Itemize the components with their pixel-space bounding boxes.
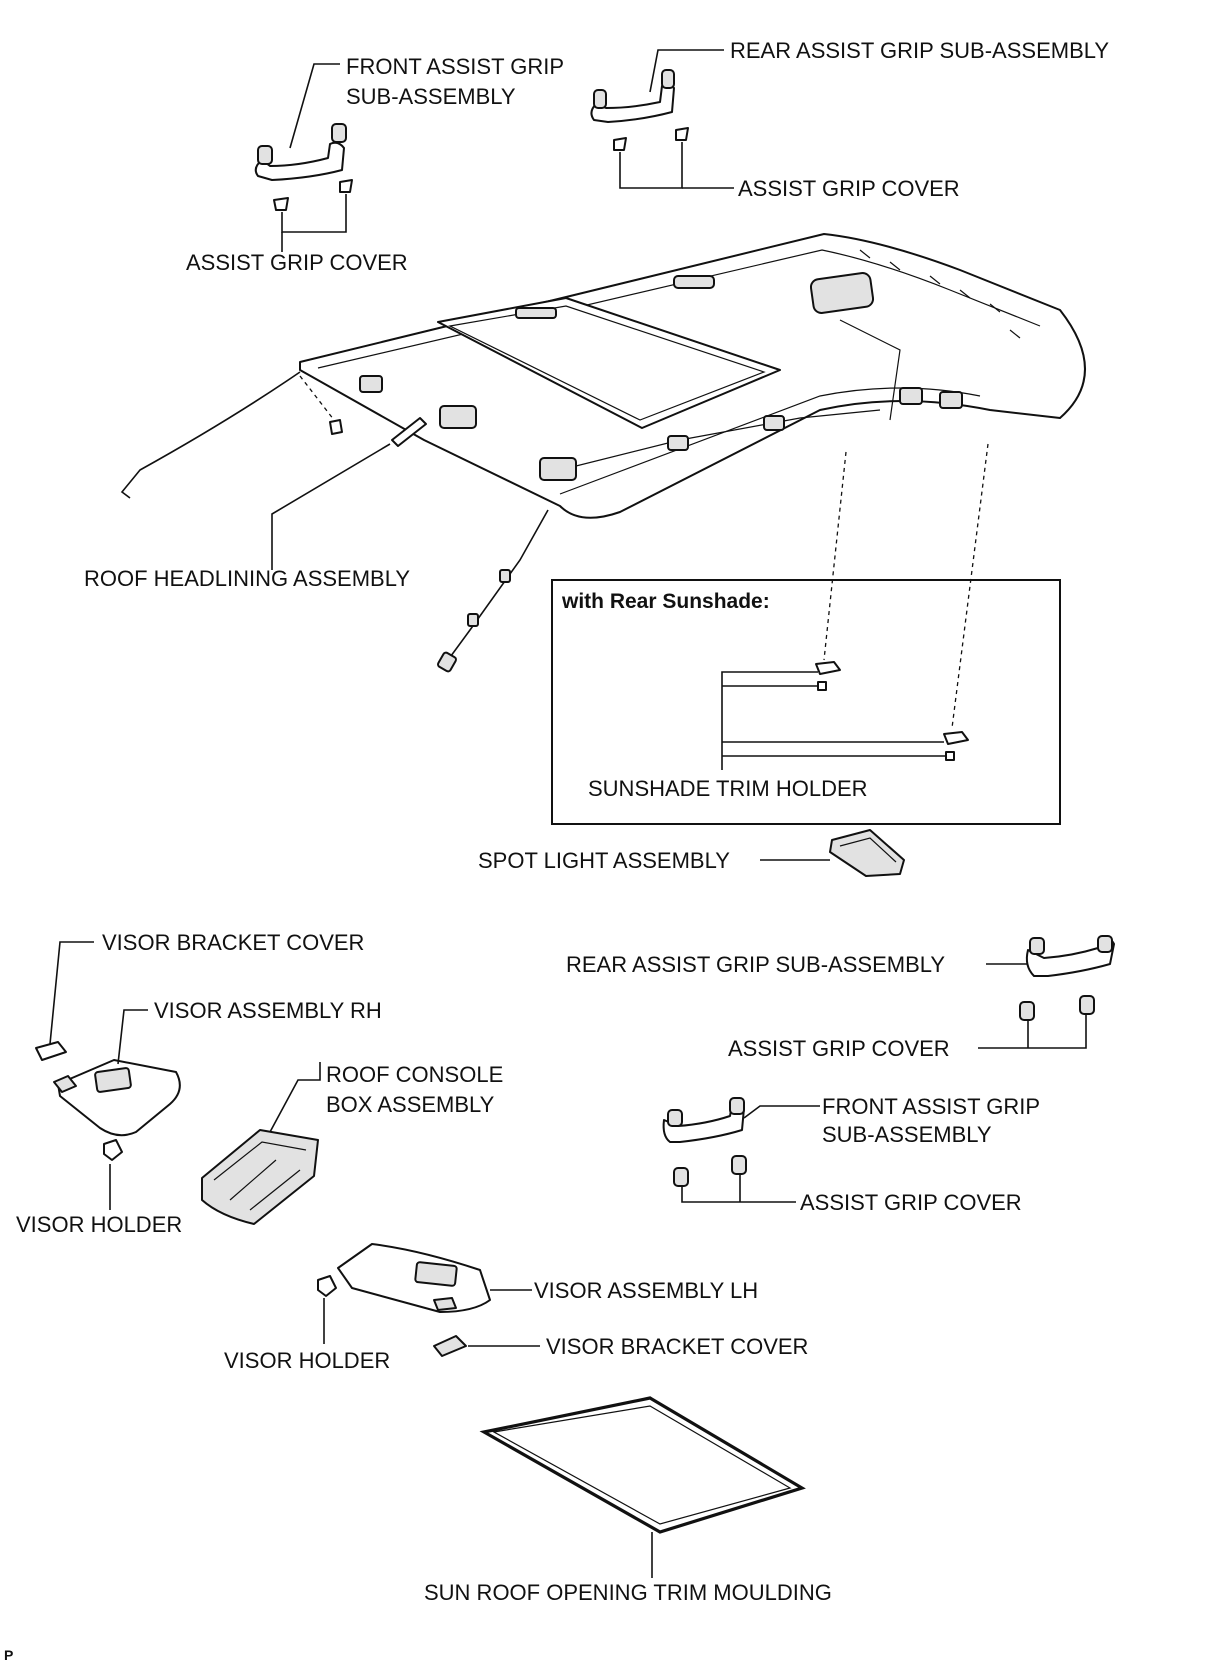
spot-light-label: SPOT LIGHT ASSEMBLY (478, 848, 730, 873)
assist-grip-cover-bottom-2 (673, 1155, 796, 1203)
assist-grip-cover-top-left-label: ASSIST GRIP COVER (186, 250, 408, 275)
roof-console-label-1: ROOF CONSOLE (326, 1062, 503, 1087)
inset-title: with Rear Sunshade: (561, 590, 770, 613)
front-assist-grip-top-label-2: SUB-ASSEMBLY (346, 84, 516, 109)
visor-bracket-cover-top-label: VISOR BRACKET COVER (102, 930, 364, 955)
rear-sunshade-inset (551, 443, 1061, 825)
rear-assist-grip-bottom (986, 935, 1115, 977)
assist-grip-cover-bottom-2-label: ASSIST GRIP COVER (800, 1190, 1022, 1215)
assist-grip-cover-bottom-1-label: ASSIST GRIP COVER (728, 1036, 950, 1061)
rear-assist-grip-top (590, 49, 724, 123)
visor-bracket-cover-bottom-label: VISOR BRACKET COVER (546, 1334, 808, 1359)
front-assist-grip-bottom-label-2: SUB-ASSEMBLY (822, 1122, 992, 1147)
rear-assist-grip-bottom-label: REAR ASSIST GRIP SUB-ASSEMBLY (566, 952, 945, 977)
sun-roof-moulding-label: SUN ROOF OPENING TRIM MOULDING (424, 1580, 832, 1605)
roof-headlining-assembly (120, 233, 1086, 673)
assist-grip-cover-bottom-1 (978, 995, 1095, 1049)
front-assist-grip-top-label-1: FRONT ASSIST GRIP (346, 54, 564, 79)
front-assist-grip-bottom-label-1: FRONT ASSIST GRIP (822, 1094, 1040, 1119)
spot-light-assembly (760, 829, 905, 877)
front-assist-grip-bottom (662, 1097, 820, 1143)
visor-assembly-rh (53, 1009, 181, 1137)
visor-bracket-cover-bottom (433, 1335, 540, 1357)
roof-console-label-2: BOX ASSEMBLY (326, 1092, 495, 1117)
front-assist-grip-top (254, 63, 347, 181)
visor-bracket-cover-top (35, 941, 94, 1061)
roof-headlining-label: ROOF HEADLINING ASSEMBLY (84, 566, 410, 591)
assist-grip-cover-top-left (273, 179, 353, 252)
sunshade-trim-holder-label: SUNSHADE TRIM HOLDER (588, 776, 868, 801)
visor-assembly-lh-label: VISOR ASSEMBLY LH (534, 1278, 758, 1303)
rear-assist-grip-top-label: REAR ASSIST GRIP SUB-ASSEMBLY (730, 38, 1109, 63)
visor-holder-left (103, 1139, 123, 1210)
roof-console-box-assembly (201, 1062, 321, 1225)
visor-assembly-rh-label: VISOR ASSEMBLY RH (154, 998, 382, 1023)
visor-holder-bottom (317, 1275, 337, 1344)
assist-grip-cover-top-right-label: ASSIST GRIP COVER (738, 176, 960, 201)
corner-mark: P (4, 1647, 13, 1663)
assist-grip-cover-top-right (613, 127, 734, 189)
visor-assembly-lh (337, 1243, 532, 1313)
sun-roof-opening-trim-moulding (479, 1396, 806, 1578)
visor-holder-left-label: VISOR HOLDER (16, 1212, 182, 1237)
visor-holder-bottom-label: VISOR HOLDER (224, 1348, 390, 1373)
